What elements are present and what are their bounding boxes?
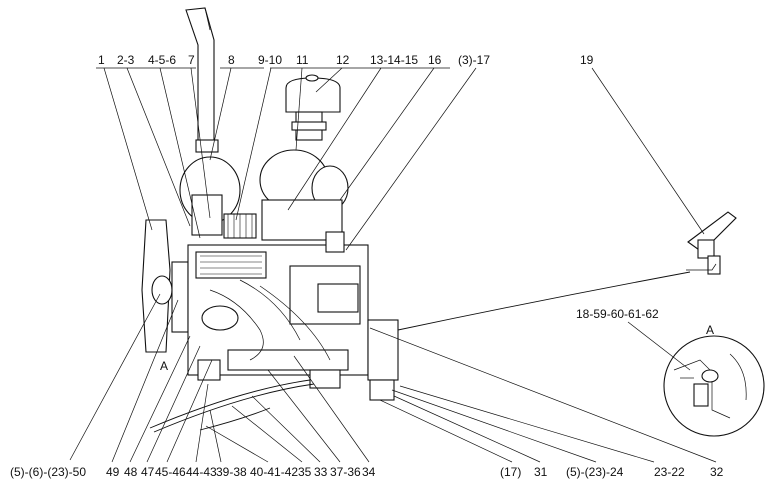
label-11: 11 bbox=[296, 53, 309, 67]
label-3-17: (3)-17 bbox=[458, 53, 490, 67]
label-39-38: 39-38 bbox=[216, 465, 247, 479]
label-detail-a: A bbox=[706, 323, 714, 337]
bottom-labels: (5)-(6)-(23)-50 49 48 47 45-46 44-43 39-… bbox=[10, 465, 724, 479]
label-9-10: 9-10 bbox=[258, 53, 282, 67]
top-labels: 1 2-3 4-5-6 7 8 9-10 11 12 13-14-15 16 (… bbox=[98, 53, 594, 67]
label-37-36: 37-36 bbox=[330, 465, 361, 479]
label-13-14-15: 13-14-15 bbox=[370, 53, 418, 67]
label-5-6-23-50: (5)-(6)-(23)-50 bbox=[10, 465, 86, 479]
label-23-22: 23-22 bbox=[654, 465, 685, 479]
hoses-cables bbox=[149, 271, 691, 433]
right-labels: 18-59-60-61-62 A A bbox=[160, 307, 714, 373]
label-1: 1 bbox=[98, 53, 105, 67]
label-32: 32 bbox=[710, 465, 724, 479]
label-7: 7 bbox=[188, 53, 195, 67]
exhaust-assembly bbox=[179, 7, 241, 236]
fan-assembly bbox=[141, 219, 189, 353]
label-45-46: 45-46 bbox=[155, 465, 186, 479]
label-49: 49 bbox=[106, 465, 120, 479]
label-44-43: 44-43 bbox=[186, 465, 217, 479]
label-18-59-60-61-62: 18-59-60-61-62 bbox=[576, 307, 659, 321]
label-2-3: 2-3 bbox=[117, 53, 135, 67]
detail-view-a bbox=[663, 335, 765, 437]
label-19: 19 bbox=[580, 53, 594, 67]
air-cleaner-assembly bbox=[259, 74, 349, 241]
label-8: 8 bbox=[228, 53, 235, 67]
label-35: 35 bbox=[298, 465, 312, 479]
label-47: 47 bbox=[141, 465, 155, 479]
label-40-41-42: 40-41-42 bbox=[250, 465, 298, 479]
label-48: 48 bbox=[124, 465, 138, 479]
label-31: 31 bbox=[534, 465, 548, 479]
label-5-23-24: (5)-(23)-24 bbox=[566, 465, 624, 479]
label-16: 16 bbox=[428, 53, 442, 67]
label-12: 12 bbox=[336, 53, 350, 67]
label-17-paren: (17) bbox=[500, 465, 521, 479]
view-marker-a: A bbox=[160, 359, 168, 373]
leader-lines-top bbox=[96, 67, 705, 371]
leader-lines-bottom bbox=[69, 293, 717, 463]
label-33: 33 bbox=[314, 465, 328, 479]
label-4-5-6: 4-5-6 bbox=[148, 53, 176, 67]
label-34: 34 bbox=[362, 465, 376, 479]
pedal-assembly bbox=[686, 211, 737, 275]
engine-block bbox=[187, 213, 399, 401]
